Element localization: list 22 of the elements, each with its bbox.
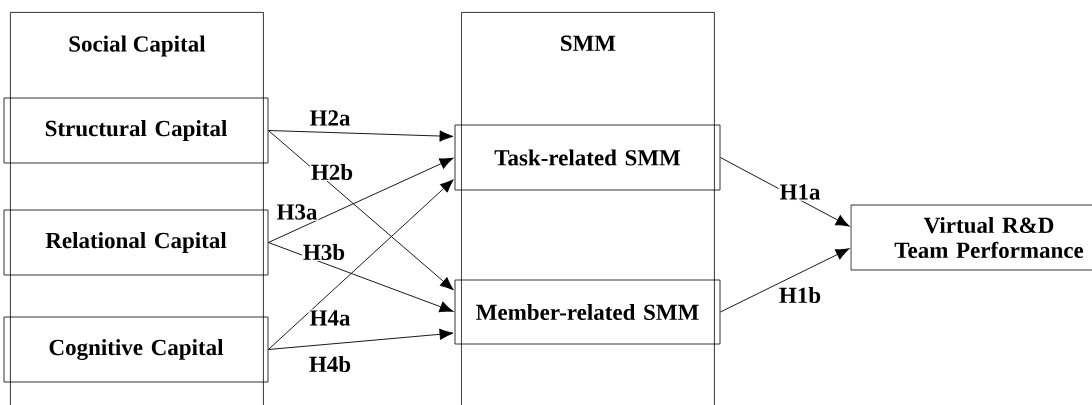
edge-label: H4a <box>308 309 352 327</box>
edge-label: H3a <box>275 203 319 221</box>
arrow <box>267 179 454 350</box>
concept-box: Structural Capital <box>3 97 269 164</box>
arrow <box>267 157 454 243</box>
edge-label: H1a <box>778 183 822 201</box>
arrow <box>267 130 454 142</box>
edge-label: H2b <box>309 162 355 182</box>
arrow <box>719 248 850 313</box>
edge-label: H3b <box>301 242 347 262</box>
concept-box: Cognitive Capital <box>3 316 269 383</box>
concept-box: Task-related SMM <box>454 124 721 191</box>
edge-label: H2a <box>308 109 352 127</box>
edge-label: H1b <box>777 285 823 305</box>
arrow <box>267 328 454 350</box>
edge-label: H4b <box>307 354 353 374</box>
arrow <box>719 157 850 227</box>
concept-box: Relational Capital <box>3 209 269 276</box>
arrow <box>267 130 454 291</box>
arrow <box>267 242 454 313</box>
concept-box: Member-related SMM <box>454 279 721 345</box>
concept-box: Virtual R&D Team Performance <box>850 204 1092 271</box>
